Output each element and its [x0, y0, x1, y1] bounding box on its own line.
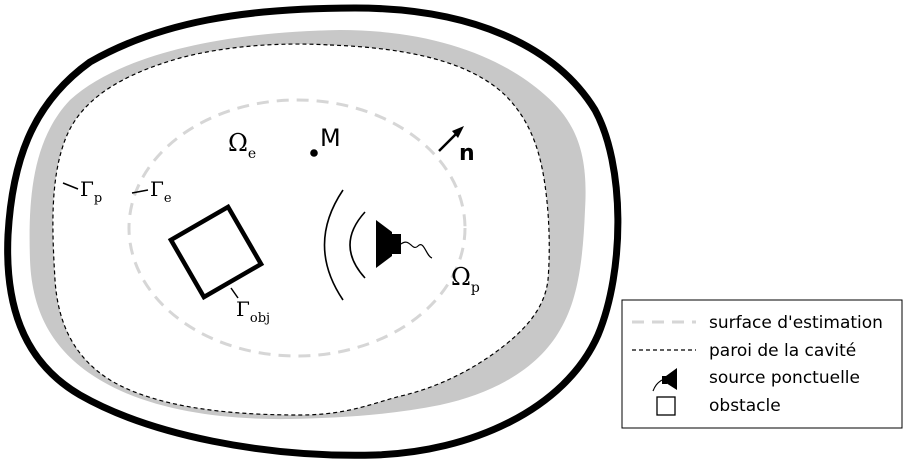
legend-label-obstacle: obstacle — [709, 396, 781, 416]
speaker-icon — [376, 220, 433, 268]
point-m-dot — [310, 149, 318, 157]
gamma-p-label: Γp — [80, 177, 102, 206]
gamma-e-leader — [131, 189, 149, 194]
normal-n-label: n — [459, 141, 475, 166]
sound-wave-inner — [349, 211, 366, 279]
omega-p-label: Ωp — [451, 263, 480, 296]
cavity-wall-boundary — [52, 43, 550, 416]
gamma-obj-label: Γobj — [236, 297, 270, 326]
legend: surface d'estimation paroi de la cavité … — [621, 299, 903, 429]
gamma-e-label: Γe — [150, 177, 172, 206]
legend-label-point-source: source ponctuelle — [709, 368, 860, 388]
omega-e-label: Ωe — [228, 129, 256, 162]
obstacle-square — [167, 203, 265, 301]
estimation-surface — [127, 98, 467, 358]
gamma-p-leader — [62, 182, 79, 190]
legend-square-icon — [656, 396, 676, 416]
legend-label-estimation-surface: surface d'estimation — [709, 313, 883, 333]
gamma-obj-leader — [230, 287, 239, 299]
legend-speaker-icon — [652, 368, 677, 392]
legend-label-cavity-wall: paroi de la cavité — [709, 341, 856, 361]
sound-wave-outer — [323, 189, 344, 301]
normal-arrow-head — [452, 126, 464, 138]
point-m-label: M — [320, 124, 341, 152]
normal-arrow-shaft — [438, 132, 458, 152]
